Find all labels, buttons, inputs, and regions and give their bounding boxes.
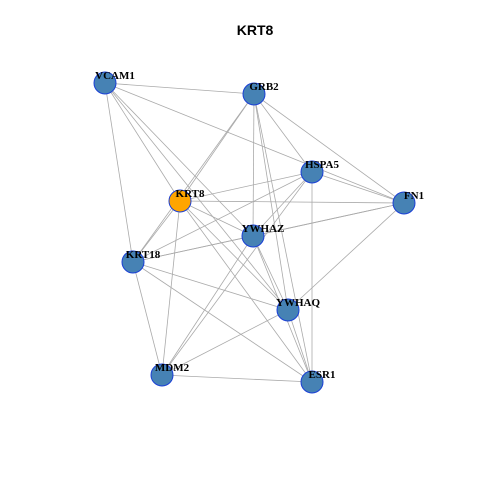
node-hspa5[interactable] (300, 160, 324, 184)
edge-hspa5-mdm2 (161, 171, 313, 376)
edge-krt18-mdm2 (132, 261, 163, 376)
edge-krt8-esr1 (179, 200, 313, 383)
edge-ywhaz-ywhaq (252, 235, 289, 311)
edge-grb2-fn1 (253, 93, 405, 204)
edge-ywhaq-esr1 (287, 309, 313, 383)
node-layer (93, 71, 416, 394)
node-label-hspa5: HSPA5 (305, 159, 340, 171)
edge-grb2-hspa5 (253, 93, 313, 173)
edge-vcam1-grb2 (104, 82, 255, 95)
edge-grb2-krt8 (179, 93, 255, 202)
edge-krt8-ywhaq (179, 200, 289, 311)
edge-grb2-ywhaz (252, 93, 255, 237)
node-label-esr1: ESR1 (309, 369, 336, 381)
node-label-krt8: KRT8 (176, 188, 205, 200)
node-esr1[interactable] (300, 370, 324, 394)
node-vcam1[interactable] (93, 71, 117, 95)
edge-hspa5-fn1 (311, 171, 405, 204)
edge-ywhaq-mdm2 (161, 309, 289, 376)
edge-mdm2-esr1 (161, 374, 313, 383)
edge-vcam1-ywhaq (104, 82, 289, 311)
node-label-krt18: KRT18 (126, 249, 161, 261)
edge-krt8-krt18 (132, 200, 181, 263)
edge-krt18-ywhaq (132, 261, 289, 311)
edge-vcam1-fn1 (104, 82, 405, 204)
edge-vcam1-krt18 (104, 82, 134, 263)
node-label-fn1: FN1 (404, 190, 424, 202)
node-mdm2[interactable] (150, 363, 174, 387)
edge-ywhaz-krt18 (132, 235, 254, 263)
edge-hspa5-krt8 (179, 171, 313, 202)
node-grb2[interactable] (242, 82, 266, 106)
edge-krt8-fn1 (179, 200, 405, 204)
node-label-mdm2: MDM2 (155, 362, 190, 374)
edge-grb2-krt18 (132, 93, 255, 263)
edge-vcam1-ywhaz (104, 82, 254, 237)
edge-krt18-esr1 (132, 261, 313, 383)
node-label-ywhaz: YWHAZ (242, 223, 285, 235)
edge-krt8-mdm2 (161, 200, 181, 376)
node-ywhaq[interactable] (276, 298, 300, 322)
edge-ywhaz-mdm2 (161, 235, 254, 376)
edge-layer (104, 82, 405, 383)
node-label-ywhaq: YWHAQ (276, 297, 320, 309)
node-label-vcam1: VCAM1 (95, 70, 135, 82)
node-label-grb2: GRB2 (249, 81, 279, 93)
edge-hspa5-krt18 (132, 171, 313, 263)
graph-title: KRT8 (237, 22, 274, 38)
node-krt18[interactable] (121, 250, 145, 274)
node-ywhaz[interactable] (241, 224, 265, 248)
edge-fn1-ywhaq (287, 202, 405, 311)
edge-krt8-ywhaz (179, 200, 254, 237)
edge-vcam1-krt8 (104, 82, 181, 202)
edge-hspa5-ywhaz (252, 171, 313, 237)
node-krt8[interactable] (168, 189, 192, 213)
edge-grb2-esr1 (253, 93, 313, 383)
node-fn1[interactable] (392, 191, 416, 215)
